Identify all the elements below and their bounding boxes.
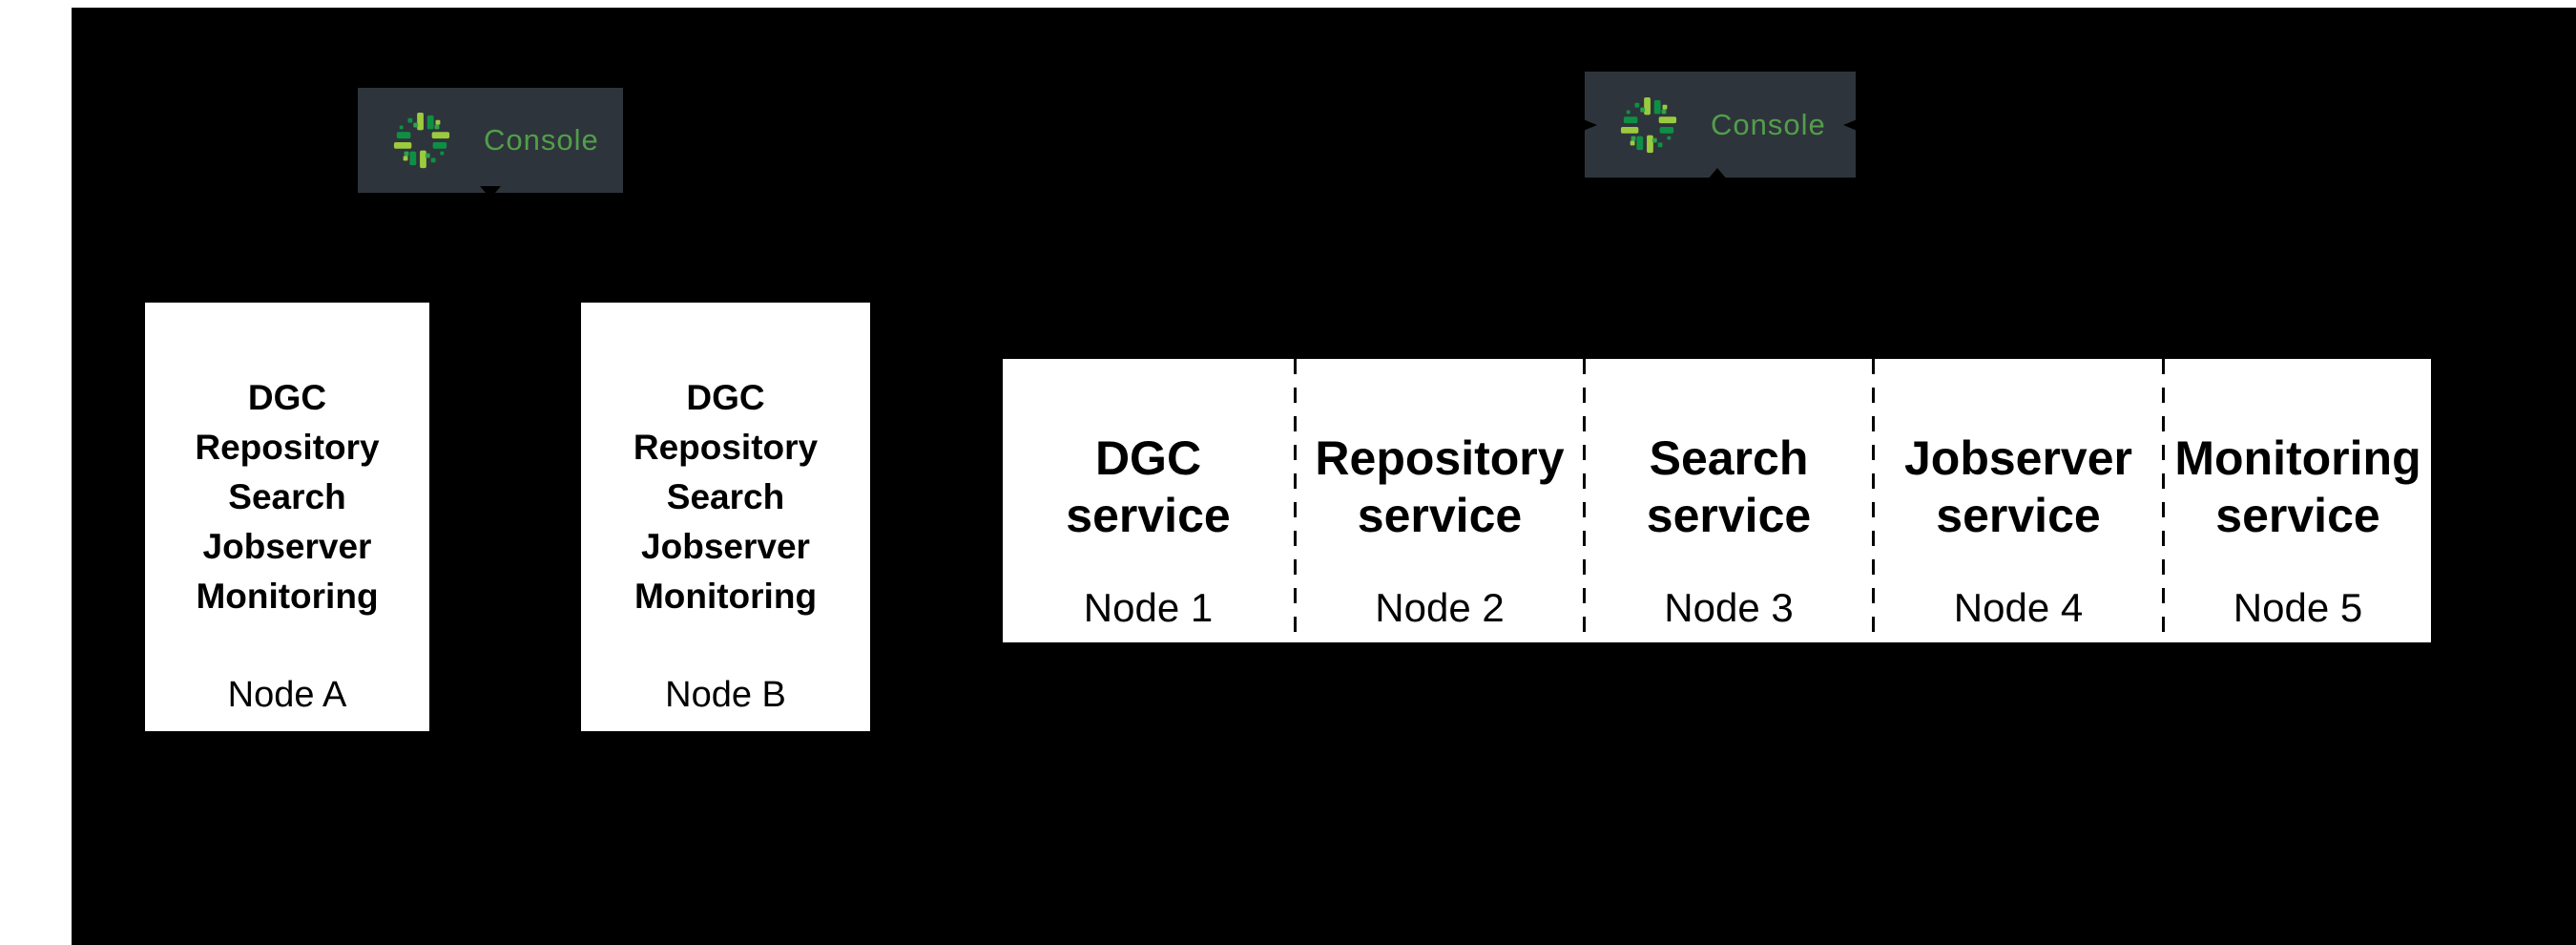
- dashed-divider: [2162, 359, 2165, 642]
- service-name: Jobserver service: [1903, 430, 2133, 542]
- connector-arrowhead-down-icon: [480, 186, 501, 199]
- console-label: Console: [484, 123, 599, 157]
- service-cell-node-4: Jobserver service Node 4: [1875, 359, 2162, 642]
- service-name: Monitoring service: [2174, 430, 2421, 542]
- service-name: DGC: [686, 378, 765, 417]
- console-chip-left: Console: [358, 88, 623, 193]
- services-row: DGC service Node 1 Repository service No…: [1003, 359, 2431, 642]
- connector-arrowhead-right-icon: [1576, 116, 1597, 134]
- service-name: Repository: [633, 428, 819, 467]
- node-label: Node 2: [1375, 585, 1505, 630]
- dashed-divider: [1583, 359, 1586, 642]
- service-name: Repository: [195, 428, 380, 467]
- console-icon: [1620, 96, 1677, 153]
- service-cell-node-2: Repository service Node 2: [1297, 359, 1583, 642]
- node-label: Node A: [227, 675, 347, 715]
- service-cell-node-1: DGC service Node 1: [1003, 359, 1294, 642]
- connector-arrowhead-left-icon: [1843, 116, 1864, 134]
- service-name: Search service: [1646, 430, 1812, 542]
- service-name: Monitoring: [634, 577, 818, 616]
- service-cell-node-3: Search service Node 3: [1586, 359, 1872, 642]
- service-name: Jobserver: [641, 527, 810, 566]
- service-cell-node-5: Monitoring service Node 5: [2165, 359, 2431, 642]
- console-chip-right: Console: [1585, 72, 1856, 178]
- node-box-b: DGC Repository Search Jobserver Monitori…: [581, 303, 870, 731]
- service-name: DGC: [247, 378, 327, 417]
- node-label: Node 5: [2233, 585, 2363, 630]
- service-name: Jobserver: [202, 527, 372, 566]
- service-name: Search: [228, 477, 346, 516]
- dashed-divider: [1872, 359, 1875, 642]
- node-label: Node B: [665, 675, 786, 715]
- node-box-a: DGC Repository Search Jobserver Monitori…: [145, 303, 429, 731]
- console-label: Console: [1711, 107, 1826, 141]
- node-label: Node 1: [1083, 585, 1214, 630]
- console-icon: [393, 112, 450, 169]
- service-name: DGC service: [1066, 430, 1231, 542]
- service-name: Search: [666, 477, 785, 516]
- dashed-divider: [1294, 359, 1297, 642]
- connector-arrowhead-up-icon: [1707, 168, 1728, 180]
- node-label: Node 3: [1664, 585, 1794, 630]
- node-label: Node 4: [1953, 585, 2084, 630]
- service-name: Monitoring: [196, 577, 379, 616]
- service-name: Repository service: [1315, 430, 1565, 542]
